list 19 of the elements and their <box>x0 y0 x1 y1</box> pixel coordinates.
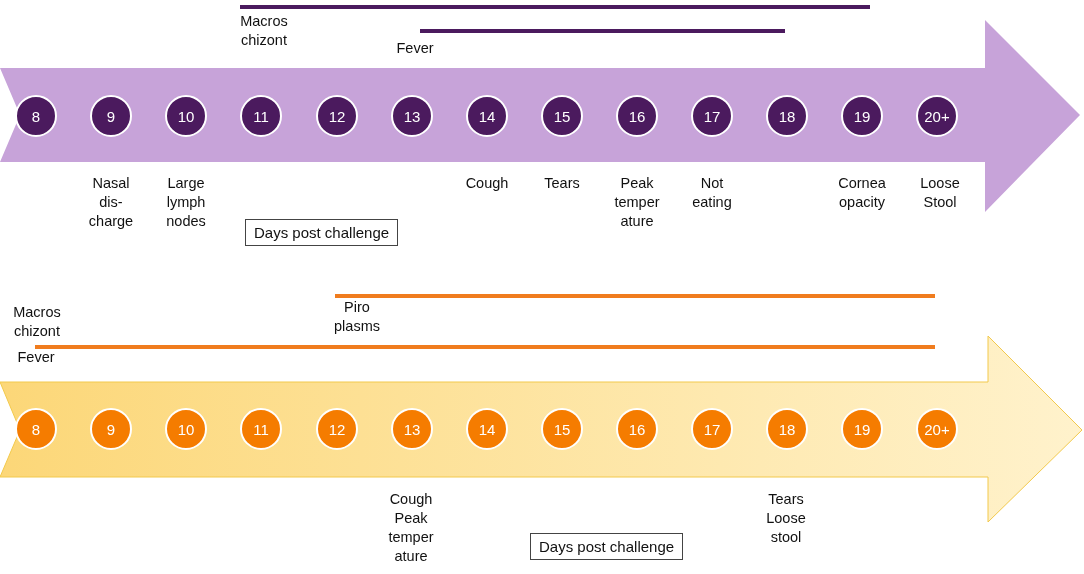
axis-caption: Days post challenge <box>530 533 684 560</box>
symptom-label: Peak temper ature <box>388 509 434 566</box>
symptom-label: Loose stool <box>766 509 806 547</box>
symptom-label: Piro plasms <box>334 298 380 336</box>
symptom-label: Tears <box>544 174 580 193</box>
axis-caption: Days post challenge <box>245 219 399 246</box>
symptom-label: Cough <box>389 490 433 509</box>
symptom-label: Cornea opacity <box>838 174 886 212</box>
symptom-label: Fever <box>17 348 55 367</box>
symptom-label: Peak temper ature <box>614 174 660 231</box>
symptom-label: Macros chizont <box>13 303 61 341</box>
symptom-label: Tears <box>768 490 804 509</box>
symptom-label: Nasal dis- charge <box>88 174 134 231</box>
symptom-label: Fever <box>396 39 434 58</box>
symptom-label: Large lymph nodes <box>166 174 206 231</box>
symptom-label: Cough <box>465 174 509 193</box>
symptom-label: Loose Stool <box>920 174 960 212</box>
symptom-label: Not eating <box>692 174 732 212</box>
symptom-label: Macros chizont <box>240 12 288 50</box>
